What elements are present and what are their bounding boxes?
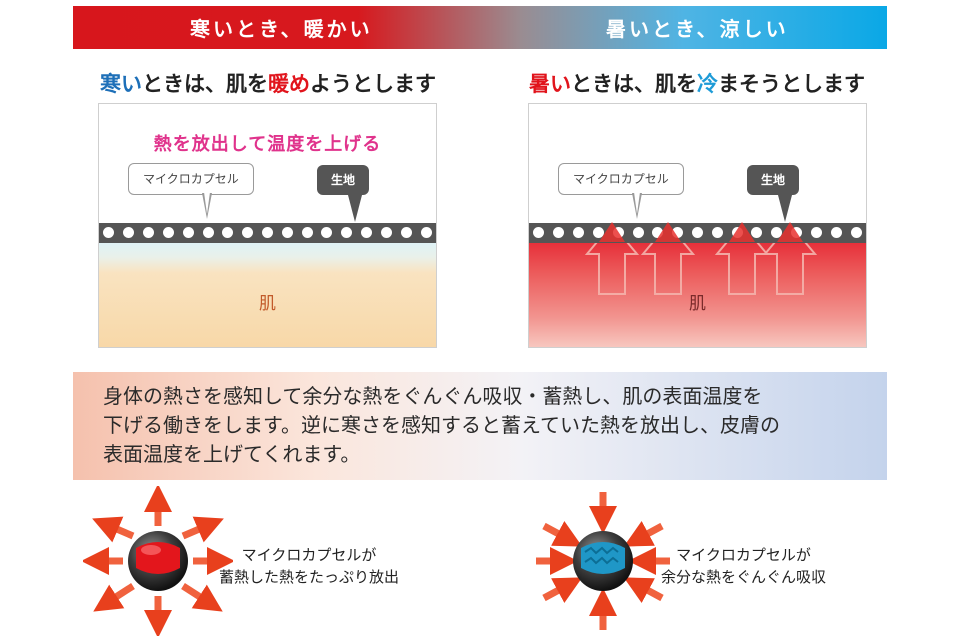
microcapsule-dot: [380, 227, 392, 238]
heat-release-illustration: [83, 486, 233, 636]
microcapsule-dot: [592, 227, 604, 238]
right-heading-cool: 冷: [697, 72, 718, 96]
banner-warm-label: 寒いとき、暖かい: [190, 17, 373, 41]
microcapsule-dot: [361, 227, 373, 238]
microcapsule-dot: [771, 227, 783, 238]
microcapsule-dot: [711, 227, 723, 238]
right-heading-hot: 暑い: [529, 72, 571, 96]
microcapsule-dot: [830, 227, 842, 238]
right-heading-end: まそうとします: [718, 72, 865, 96]
microcapsule-dot: [400, 227, 412, 238]
explanation-line-3: 表面温度を上げてくれます。: [103, 442, 361, 466]
release-caption-line-2: 蓄熱した熱をたっぷり放出: [219, 568, 400, 586]
left-heading-warm: 暖め: [268, 72, 310, 96]
right-heading-mid: ときは、肌を: [571, 72, 697, 96]
banner-cool-label: 暑いとき、涼しい: [606, 17, 789, 41]
microcapsule-dot: [810, 227, 822, 238]
outward-heat-arrows-icon: [83, 486, 233, 636]
microcapsule-dot: [321, 227, 333, 238]
absorb-caption-line-1: マイクロカプセルが: [676, 546, 811, 564]
microcapsule-callout-label: マイクロカプセル: [143, 172, 239, 186]
microcapsule-dot: [162, 227, 174, 238]
fabric-callout-hot-label: 生地: [761, 173, 786, 187]
release-caption-line-1: マイクロカプセルが: [241, 546, 377, 564]
microcapsule-callout-hot: マイクロカプセル: [558, 163, 684, 195]
explanation-box: 身体の熱さを感知して余分な熱をぐんぐん吸収・蓄熱し、肌の表面温度を下げる働きをし…: [73, 372, 887, 480]
absorb-caption-line-2: 余分な熱をぐんぐん吸収: [661, 568, 827, 586]
fabric-callout-label: 生地: [331, 173, 356, 187]
microcapsule-callout-hot-label: マイクロカプセル: [573, 172, 669, 186]
top-banner: 寒いとき、暖かい 暑いとき、涼しい: [73, 6, 887, 49]
microcapsule-dot: [573, 227, 585, 238]
absorb-caption: マイクロカプセルが 余分な熱をぐんぐん吸収: [661, 544, 826, 588]
microcapsule-dot: [202, 227, 214, 238]
microcapsule-dot: [143, 227, 155, 238]
microcapsule-callout-pointer-inner: [204, 192, 210, 214]
fabric-callout-hot-pointer: [778, 195, 792, 222]
left-heading-mid: ときは、肌を: [142, 72, 268, 96]
heat-arrow-heads: [599, 222, 803, 242]
skin-label-hot: 肌: [689, 294, 706, 314]
heat-arrow-head-3: [729, 222, 755, 242]
microcapsule-dot: [341, 227, 353, 238]
blue-capsule-icon: [573, 531, 633, 591]
left-heading-cold: 寒い: [100, 72, 142, 96]
microcapsule-dot: [420, 227, 432, 238]
microcapsule-callout-hot-pointer-inner: [634, 192, 640, 214]
microcapsule-dot: [652, 227, 664, 238]
microcapsule-dot: [262, 227, 273, 238]
skin-layer: [99, 243, 436, 347]
inward-heat-arrows-icon: [536, 492, 670, 630]
skin-label: 肌: [259, 294, 276, 314]
microcapsule-dot: [533, 227, 545, 238]
microcapsule-callout: マイクロカプセル: [128, 163, 254, 195]
heat-absorb-illustration: [536, 492, 670, 630]
fabric-callout-pointer: [348, 195, 362, 222]
microcapsule-dot: [751, 227, 763, 238]
hot-diagram-panel: マイクロカプセル 生地 肌: [528, 103, 867, 348]
heat-arrow-head-2: [655, 222, 681, 242]
microcapsule-dot: [103, 227, 115, 238]
heat-arrow-head-1: [599, 222, 625, 242]
microcapsule-dot: [672, 227, 684, 238]
microcapsule-dot: [692, 227, 703, 238]
explanation-text: 身体の熱さを感知して余分な熱をぐんぐん吸収・蓄熱し、肌の表面温度を下げる働きをし…: [103, 382, 867, 469]
microcapsule-dot: [222, 227, 234, 238]
release-caption: マイクロカプセルが 蓄熱した熱をたっぷり放出: [219, 544, 399, 588]
microcapsule-dot: [301, 227, 313, 238]
skin-layer-hot: [529, 243, 866, 347]
microcapsule-dot: [632, 227, 644, 238]
right-heading: 暑いときは、肌を冷まそうとします: [529, 68, 865, 98]
fabric-callout-hot: 生地: [747, 165, 800, 195]
microcapsule-dot: [850, 227, 862, 238]
explanation-line-2: 下げる働きをします。逆に寒さを感知すると蓄えていた熱を放出し、皮膚の: [103, 413, 780, 437]
red-capsule-icon: [128, 531, 188, 591]
fabric-layer: [99, 223, 436, 243]
microcapsule-dot: [242, 227, 254, 238]
microcapsule-dot: [182, 227, 194, 238]
cold-diagram-panel: 熱を放出して温度を上げる マイクロカプセル 生地 肌: [98, 103, 437, 348]
heat-release-text: 熱を放出して温度を上げる: [153, 134, 382, 155]
left-heading: 寒いときは、肌を暖めようとします: [100, 68, 436, 98]
explanation-line-1: 身体の熱さを感知して余分な熱をぐんぐん吸収・蓄熱し、肌の表面温度を: [103, 384, 763, 408]
fabric-callout: 生地: [317, 165, 370, 195]
heat-arrow-head-4: [777, 222, 803, 242]
microcapsule-dot: [123, 227, 135, 238]
left-heading-end: ようとします: [310, 72, 436, 96]
microcapsule-dot: [553, 227, 565, 238]
microcapsule-dot: [281, 227, 293, 238]
